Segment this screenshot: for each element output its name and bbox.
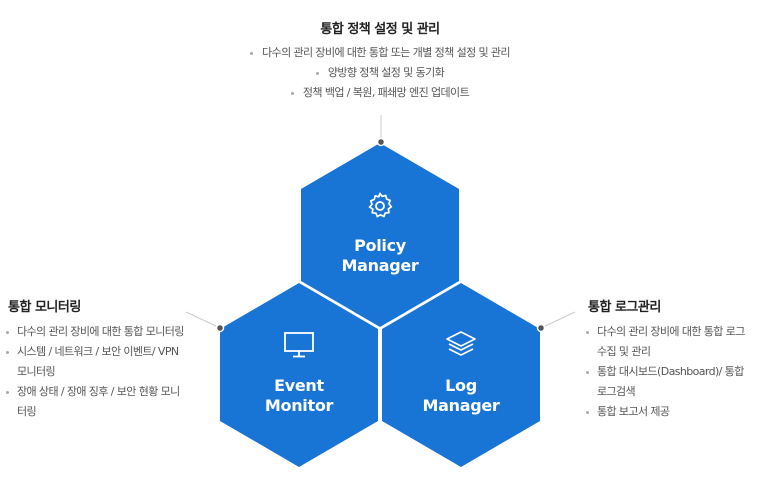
label-line: Policy (354, 236, 406, 255)
log-manager-label: Log Manager (381, 376, 541, 416)
label-line: Event (274, 376, 324, 395)
layers-icon (446, 331, 476, 356)
list-item: 다수의 관리 장비에 대한 통합 또는 개별 정책 설정 및 관리 (180, 43, 580, 63)
list-item: 시스템 / 네트워크 / 보안 이벤트/ VPN 모니터링 (5, 342, 185, 382)
policy-section-title: 통합 정책 설정 및 관리 (320, 22, 440, 37)
connector-dot-right (536, 323, 546, 333)
hex-event-monitor (220, 283, 378, 467)
list-item: 다수의 관리 장비에 대한 통합 로그 수집 및 관리 (585, 322, 755, 362)
connector-dot-top (376, 137, 386, 147)
label-line: Log (445, 376, 477, 395)
list-item: 통합 대시보드(Dashboard)/ 통합 로그검색 (585, 362, 755, 402)
label-line: Manager (422, 396, 500, 415)
connector-line-right (540, 311, 576, 329)
label-line: Monitor (264, 396, 334, 415)
connector-line-left (185, 311, 221, 329)
list-item: 장애 상태 / 장애 징후 / 보안 현황 모니터링 (5, 382, 185, 422)
list-item-text: 양방향 정책 설정 및 동기화 (327, 66, 445, 79)
event-monitor-label: Event Monitor (219, 376, 379, 416)
log-section-title: 통합 로그관리 (588, 300, 661, 315)
monitoring-feature-list: 다수의 관리 장비에 대한 통합 모니터링 시스템 / 네트워크 / 보안 이벤… (5, 322, 185, 422)
log-feature-list: 다수의 관리 장비에 대한 통합 로그 수집 및 관리 통합 대시보드(Dash… (585, 322, 755, 422)
list-item-text: 정책 백업 / 복원, 패쇄망 엔진 업데이트 (302, 86, 470, 99)
list-item: 통합 보고서 제공 (585, 402, 755, 422)
connector-dot-left (215, 323, 225, 333)
policy-manager-label: Policy Manager (300, 236, 460, 276)
list-item-text: 다수의 관리 장비에 대한 통합 또는 개별 정책 설정 및 관리 (262, 46, 511, 59)
hex-log-manager (382, 283, 540, 467)
monitor-icon (284, 332, 314, 358)
list-item: 양방향 정책 설정 및 동기화 (180, 63, 580, 83)
gear-icon (368, 192, 393, 218)
list-item: 다수의 관리 장비에 대한 통합 모니터링 (5, 322, 185, 342)
label-line: Manager (341, 256, 419, 275)
list-item: 정책 백업 / 복원, 패쇄망 엔진 업데이트 (180, 83, 580, 103)
monitoring-section-title: 통합 모니터링 (8, 300, 81, 315)
hex-policy-manager (301, 143, 459, 327)
policy-feature-list: 다수의 관리 장비에 대한 통합 또는 개별 정책 설정 및 관리 양방향 정책… (180, 43, 580, 103)
